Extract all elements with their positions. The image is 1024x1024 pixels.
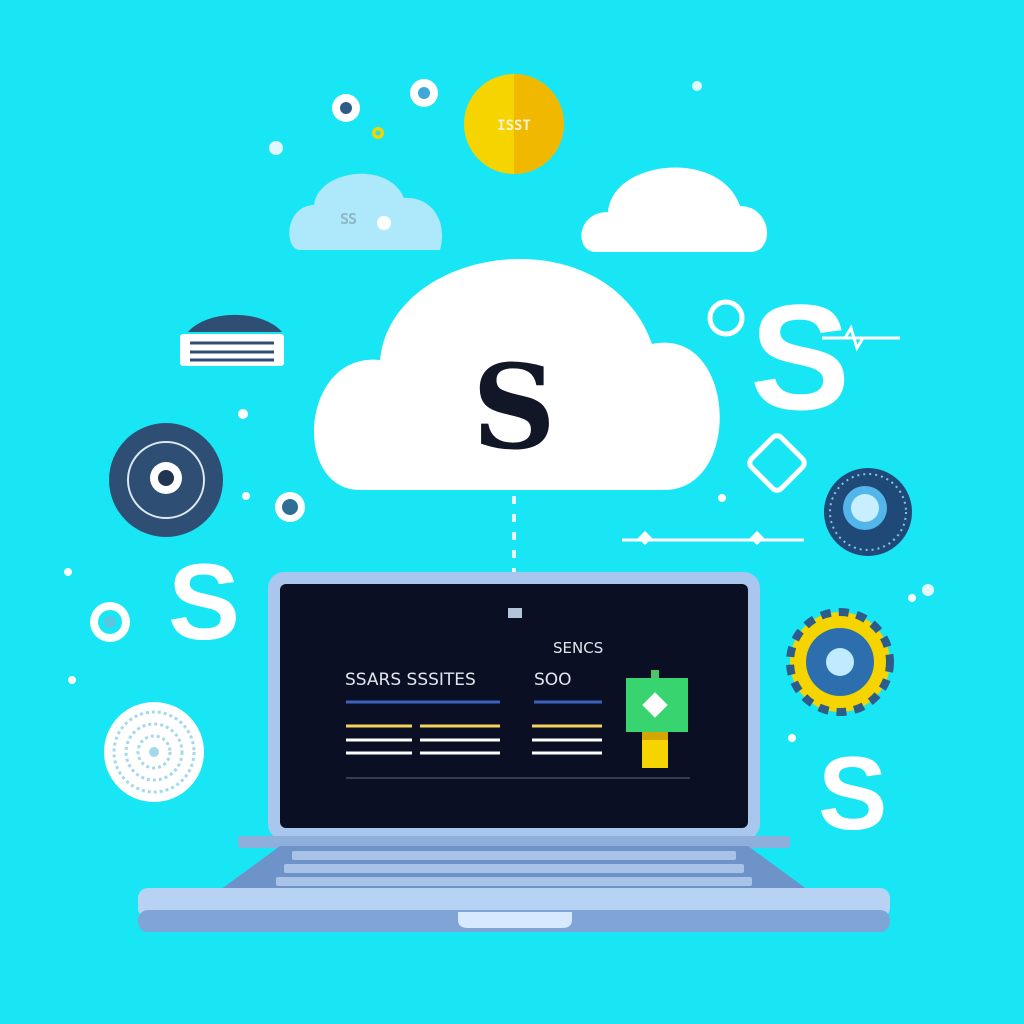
cloud-letter-label: S xyxy=(472,340,556,476)
divider-line-icon xyxy=(622,530,934,602)
server-dome-icon xyxy=(180,314,284,366)
small-circle-icon xyxy=(410,79,438,107)
diamond-icon xyxy=(718,433,807,502)
gear-icon xyxy=(786,608,894,742)
screen-lines xyxy=(346,700,690,779)
sun-icon xyxy=(464,74,564,174)
small-circle-icon xyxy=(332,94,360,122)
globe-badge-icon xyxy=(824,468,912,556)
pattern-disc-icon xyxy=(104,702,204,802)
small-ring-icon xyxy=(64,409,305,684)
screen-column-2-label: SOO xyxy=(534,670,572,690)
target-icon xyxy=(109,423,223,537)
dot-icon xyxy=(269,81,702,155)
cloud-right-icon xyxy=(581,167,768,252)
laptop xyxy=(138,572,890,932)
ring-icon xyxy=(707,299,900,352)
floating-letter-right-upper: S xyxy=(750,273,851,441)
floating-letter-right-lower: S xyxy=(818,736,888,852)
screen-badge-icon xyxy=(626,670,688,768)
sun-label: ISST xyxy=(497,118,531,134)
screen-column-1-label: SSARS SSSITES xyxy=(345,670,476,690)
small-cloud-label: SS xyxy=(340,210,357,228)
floating-letter-left: S xyxy=(168,541,241,662)
screen-header-text: SENCS xyxy=(553,639,604,657)
small-cloud-icon xyxy=(289,173,443,250)
main-cloud-icon xyxy=(314,258,720,490)
